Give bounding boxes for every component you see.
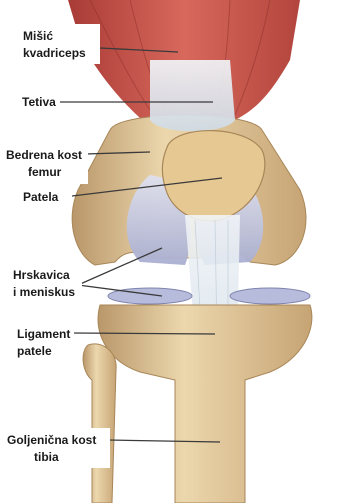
label-tendon-text: Tetiva: [22, 95, 56, 109]
quadriceps-tendon: [150, 60, 235, 131]
label-patella: Patela: [20, 187, 70, 206]
tibia-bone: [98, 305, 312, 503]
label-femur-line2: femur: [28, 165, 62, 179]
label-ligament-line2: patele: [17, 344, 52, 358]
label-quadriceps: Mišić kvadriceps: [18, 24, 100, 64]
label-tibia-line2: tibia: [34, 450, 59, 464]
label-patella-text: Patela: [23, 190, 59, 204]
label-quadriceps-line2: kvadriceps: [23, 46, 86, 60]
label-cartilage-line2: i meniskus: [13, 285, 75, 299]
fibula-bone: [83, 344, 116, 503]
label-tibia: Goljenična kost tibia: [4, 428, 110, 468]
label-quadriceps-line1: Mišić: [23, 29, 53, 43]
label-ligament: Ligament patele: [14, 322, 74, 362]
label-tibia-line1: Goljenična kost: [7, 433, 96, 447]
label-cartilage-line1: Hrskavica: [13, 268, 70, 282]
label-ligament-line1: Ligament: [17, 327, 70, 341]
label-femur: Bedrena kost femur: [4, 144, 88, 184]
label-femur-line1: Bedrena kost: [6, 148, 82, 162]
label-tendon: Tetiva: [18, 92, 60, 111]
label-cartilage: Hrskavica i meniskus: [10, 263, 82, 303]
